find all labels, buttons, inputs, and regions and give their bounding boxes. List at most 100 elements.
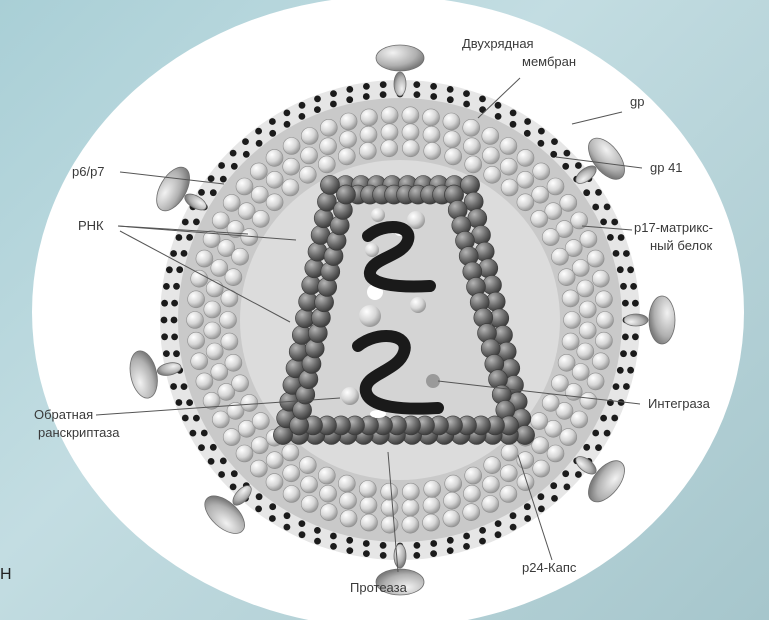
membrane-dot [479, 538, 486, 545]
matrix-sphere [250, 460, 267, 477]
membrane-dot [170, 250, 177, 257]
matrix-sphere [282, 179, 299, 196]
capsid-sphere [321, 176, 340, 195]
label-integrase: Интеграза [648, 396, 711, 411]
membrane-dot [430, 550, 437, 557]
membrane-dot [218, 471, 225, 478]
membrane-dot [269, 503, 276, 510]
label-rt-line2: ранскриптаза [38, 425, 120, 440]
membrane-dot [524, 503, 531, 510]
membrane-dot [617, 266, 624, 273]
membrane-dot [562, 470, 569, 477]
membrane-dot [524, 130, 531, 137]
matrix-sphere [361, 109, 378, 126]
matrix-sphere [402, 124, 419, 141]
matrix-sphere [301, 476, 318, 493]
membrane-dot [176, 234, 183, 241]
label-gp41: gp 41 [650, 160, 683, 175]
membrane-dot [575, 471, 582, 478]
matrix-sphere [283, 158, 300, 175]
matrix-sphere [191, 270, 208, 287]
membrane-dot [607, 234, 614, 241]
matrix-sphere [320, 485, 337, 502]
label-membrane-line1: Двухрядная [462, 36, 534, 51]
matrix-sphere [465, 156, 482, 173]
matrix-sphere [301, 128, 318, 145]
matrix-sphere [560, 194, 577, 211]
membrane-dot [611, 219, 618, 226]
matrix-sphere [283, 486, 300, 503]
matrix-sphere [558, 269, 575, 286]
membrane-dot [627, 266, 634, 273]
matrix-sphere [402, 499, 419, 516]
matrix-sphere [500, 465, 517, 482]
matrix-sphere [225, 269, 242, 286]
membrane-dot [198, 189, 205, 196]
membrane-dot [363, 540, 370, 547]
membrane-dot [346, 547, 353, 554]
membrane-dot [447, 547, 454, 554]
membrane-dot [284, 110, 291, 117]
membrane-dot [330, 543, 337, 550]
matrix-sphere [320, 119, 337, 136]
capsid-sphere [337, 185, 356, 204]
membrane-dot [524, 515, 531, 522]
matrix-sphere [318, 467, 335, 484]
matrix-sphere [340, 510, 357, 527]
membrane-dot [284, 524, 291, 531]
matrix-sphere [340, 492, 357, 509]
matrix-sphere [531, 210, 548, 227]
matrix-sphere [188, 291, 205, 308]
membrane-dot [463, 90, 470, 97]
matrix-sphere [579, 322, 596, 339]
matrix-sphere [592, 270, 609, 287]
membrane-dot [170, 383, 177, 390]
matrix-sphere [595, 332, 612, 349]
matrix-sphere [587, 373, 604, 390]
membrane-dot [413, 552, 420, 559]
membrane-dot [627, 367, 634, 374]
membrane-dot [524, 118, 531, 125]
membrane-dot [256, 140, 263, 147]
membrane-dot [256, 493, 263, 500]
matrix-sphere [381, 140, 398, 157]
membrane-dot [208, 458, 215, 465]
matrix-sphere [484, 457, 501, 474]
membrane-dot [380, 552, 387, 559]
matrix-sphere [359, 143, 376, 160]
membrane-dot [210, 444, 217, 451]
matrix-sphere [221, 333, 238, 350]
matrix-sphere [212, 212, 229, 229]
membrane-dot [380, 81, 387, 88]
matrix-sphere [220, 312, 237, 329]
matrix-sphere [423, 109, 440, 126]
membrane-dot [314, 96, 321, 103]
label-rnk: РНК [78, 218, 104, 233]
membrane-dot [314, 106, 321, 113]
matrix-sphere [580, 392, 597, 409]
membrane-dot [551, 138, 558, 145]
membrane-dot [538, 493, 545, 500]
matrix-sphere [547, 445, 564, 462]
matrix-sphere [500, 486, 517, 503]
matrix-sphere [580, 231, 597, 248]
membrane-dot [299, 531, 306, 538]
matrix-sphere [299, 166, 316, 183]
matrix-sphere [187, 312, 204, 329]
membrane-dot [218, 162, 225, 169]
membrane-dot [495, 520, 502, 527]
membrane-dot [182, 219, 189, 226]
matrix-sphere [577, 343, 594, 360]
membrane-dot [284, 512, 291, 519]
edge-text-fragment: Н [0, 566, 12, 584]
membrane-dot [299, 520, 306, 527]
membrane-dot [330, 533, 337, 540]
matrix-sphere [532, 437, 549, 454]
matrix-sphere [560, 429, 577, 446]
membrane-dot [630, 350, 637, 357]
capsid-sphere [274, 426, 293, 445]
membrane-dot [173, 350, 180, 357]
membrane-dot [510, 512, 517, 519]
label-membrane-line2: мембран [522, 54, 576, 69]
